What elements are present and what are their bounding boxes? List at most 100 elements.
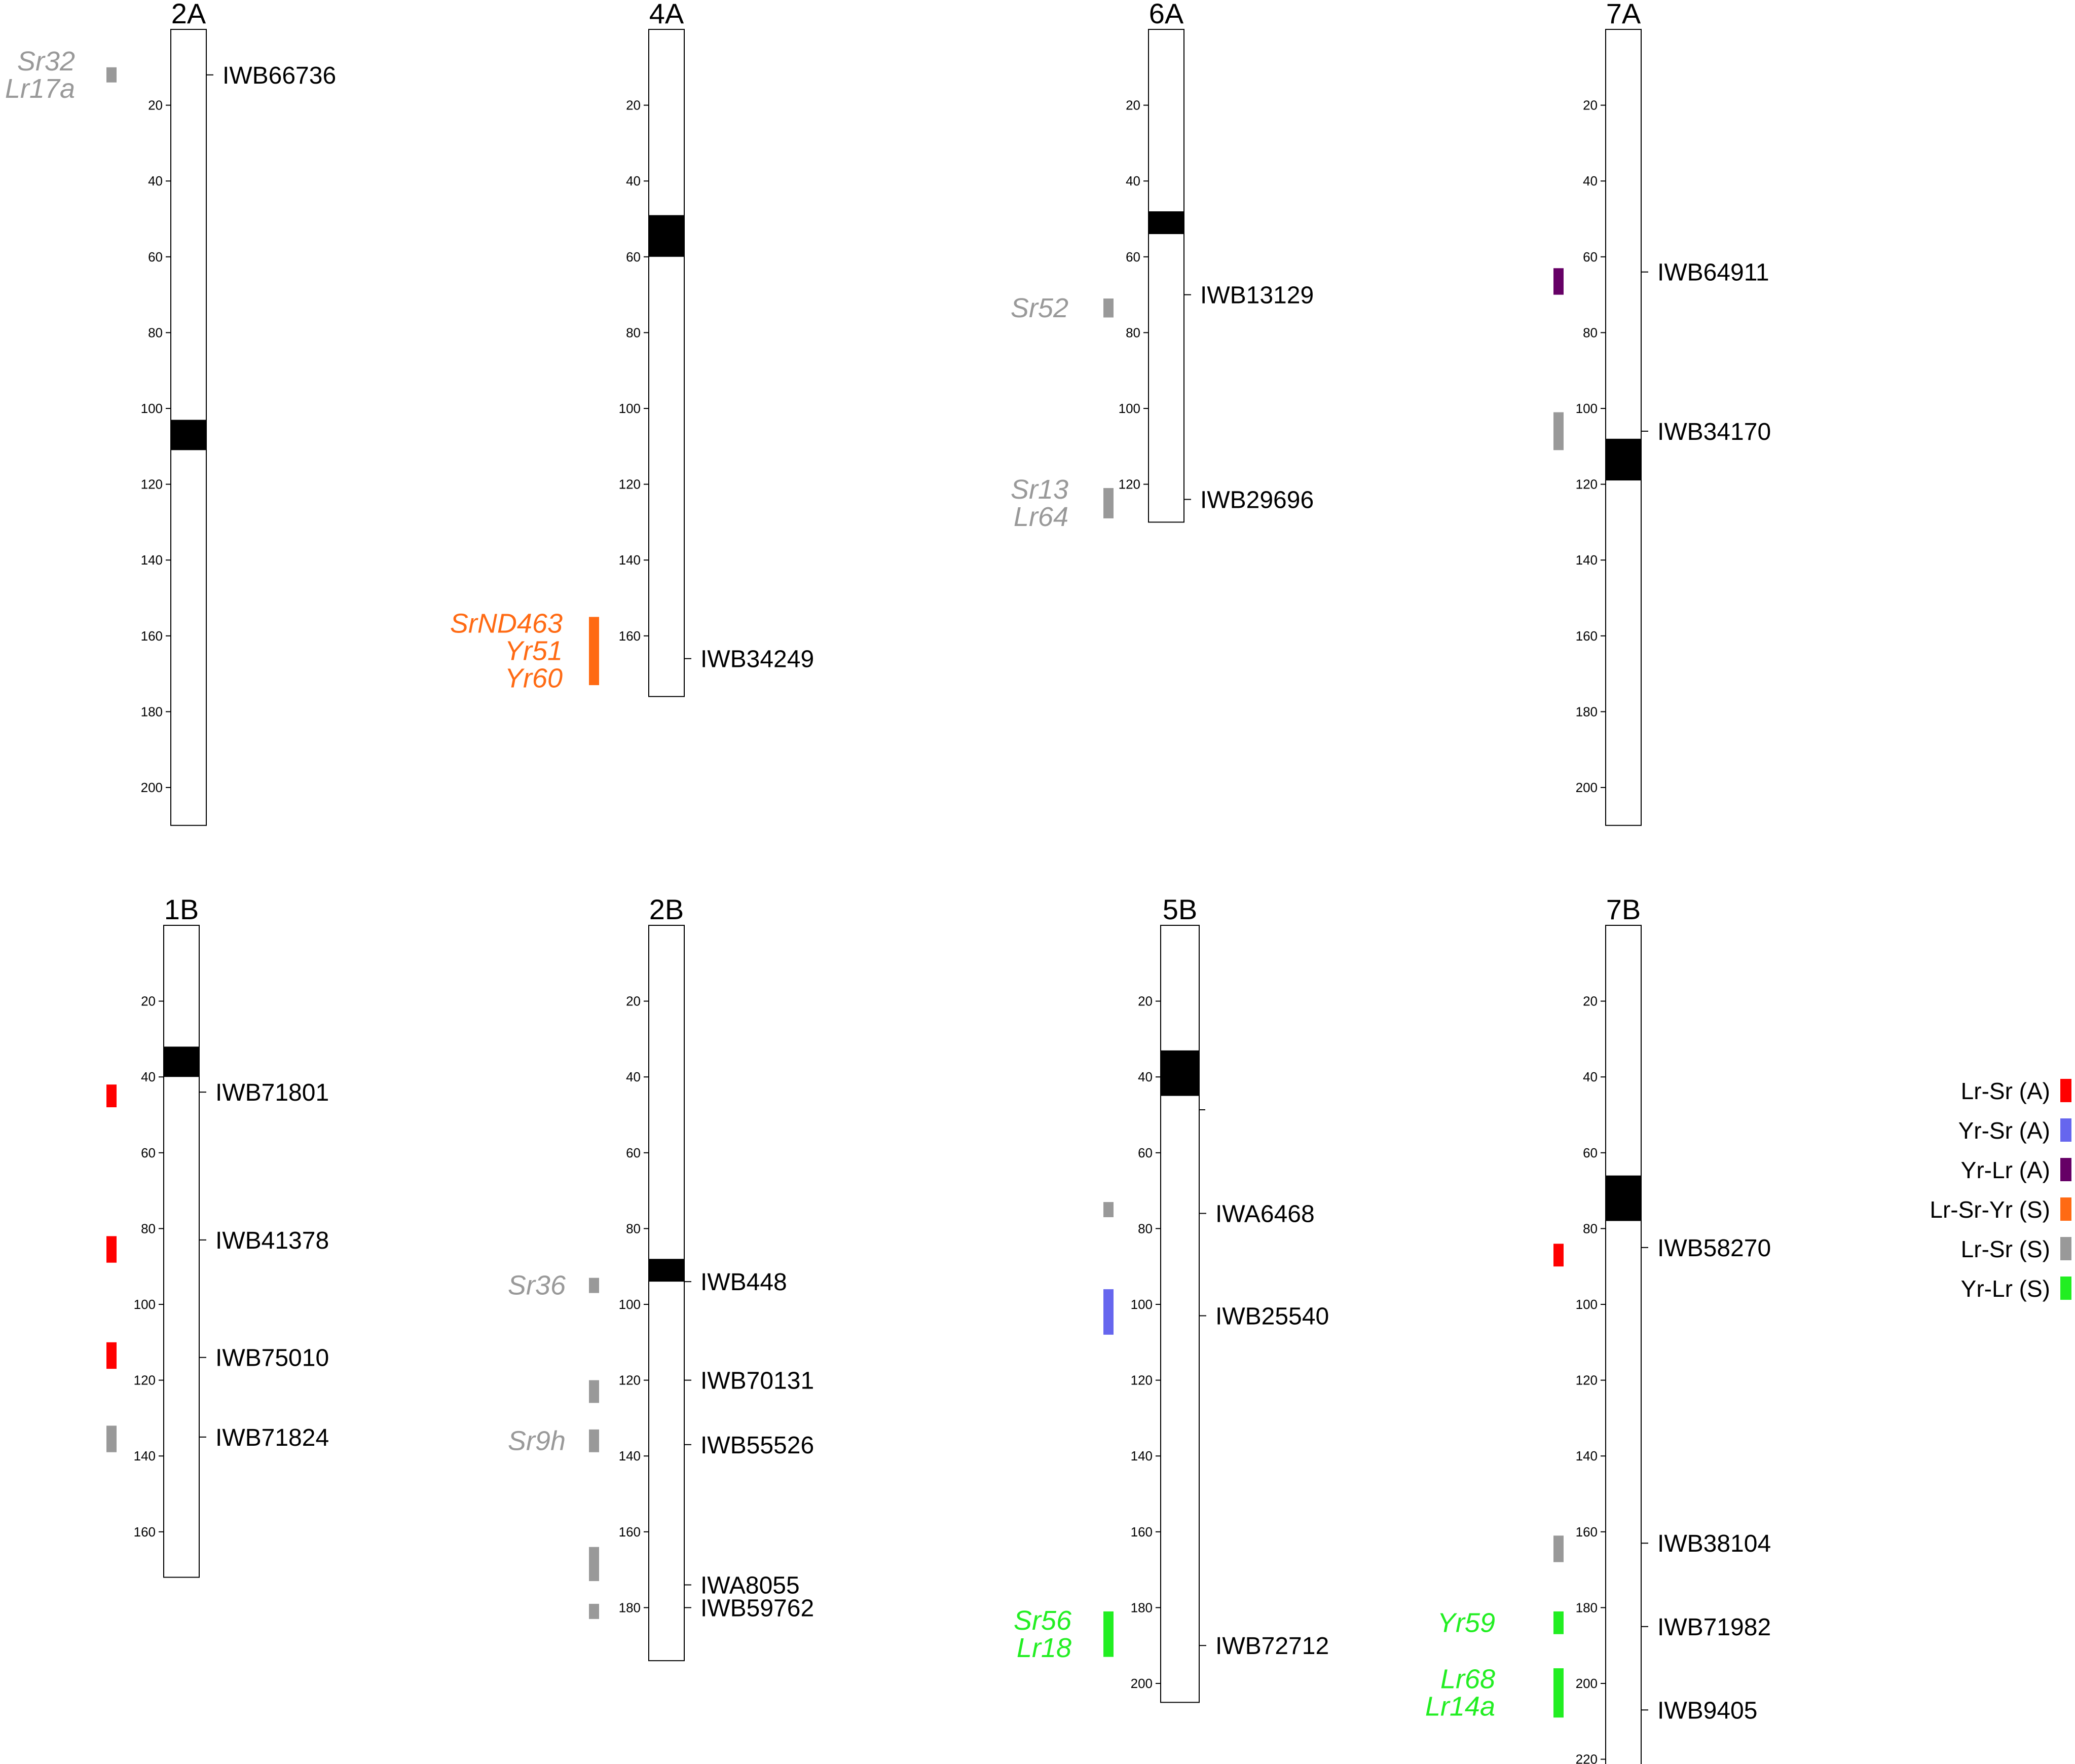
region-bar-lr-sr-s [106,67,117,83]
chromosome-title: 6A [1149,0,1184,29]
legend-item-lr-sr-a: Lr-Sr (A) [1961,1078,2071,1104]
tick-label: 200 [1131,1676,1153,1691]
tick-label: 120 [1119,477,1140,492]
tick-label: 40 [626,173,641,189]
tick-label: 40 [148,173,163,189]
tick-label: 160 [141,628,163,644]
tick-label: 60 [148,249,163,265]
region-bar-lr-sr-s [1553,1535,1564,1562]
tick-label: 40 [626,1069,641,1084]
legend-item-yr-lr-s: Yr-Lr (S) [1961,1275,2071,1302]
tick-label: 100 [1119,401,1140,416]
gene-label-srnd463: SrND463 [450,609,563,639]
marker-iwb72712: IWB72712 [1215,1633,1329,1660]
tick-label: 60 [1583,249,1598,265]
centromere-block [1161,1050,1199,1096]
marker-iwb58270: IWB58270 [1657,1235,1771,1262]
region-bar-lr-sr-s [1553,412,1564,451]
legend-swatch [2060,1079,2071,1102]
chromosome-7a: 7A20406080100120140160180200IWB64911IWB3… [1553,0,1771,826]
chromosome-bar [648,29,685,697]
tick-label: 120 [1576,477,1598,492]
tick-label: 140 [619,1448,641,1463]
centromere-block [164,1046,199,1077]
chromosome-4a: 4A20406080100120140160IWB34249SrND463Yr5… [450,0,814,697]
region-bar-lr-sr-s [589,1429,599,1452]
chromosome-bar [1605,925,1642,1764]
region-bar-lr-sr-a [106,1236,117,1263]
tick-label: 120 [141,477,163,492]
tick-label: 200 [1576,780,1598,795]
chromosome-2a: 2A20406080100120140160180200IWB66736Sr32… [5,0,336,826]
region-bar-lr-sr-s [589,1547,599,1582]
tick-label: 140 [134,1448,156,1463]
tick-label: 20 [1126,98,1140,113]
tick-label: 120 [134,1373,156,1388]
tick-label: 120 [619,1373,641,1388]
tick-label: 60 [1126,249,1140,265]
legend: Lr-Sr (A)Yr-Sr (A)Yr-Lr (A)Lr-Sr-Yr (S)L… [1930,1078,2071,1302]
centromere-block [171,420,206,451]
legend-swatch [2060,1158,2071,1181]
marker-iwa8055: IWA8055 [700,1572,800,1599]
tick-label: 20 [1583,994,1598,1009]
tick-label: 200 [141,780,163,795]
chromosome-title: 5B [1163,893,1198,925]
tick-label: 140 [1576,552,1598,568]
tick-label: 40 [141,1069,156,1084]
chromosome-title: 2B [649,893,684,925]
tick-label: 80 [141,1221,156,1236]
tick-label: 40 [1583,173,1598,189]
centromere-block [649,215,684,257]
region-bar-yr-lr-s [1103,1611,1114,1657]
region-bar-lr-sr-yr-s [589,617,599,686]
marker-iwb25540: IWB25540 [1215,1303,1329,1330]
region-bar-lr-sr-s [1103,298,1114,318]
chromosome-title: 7B [1606,893,1641,925]
chromosome-bar [648,925,685,1662]
tick-label: 40 [1138,1069,1153,1084]
marker-iwb70131: IWB70131 [700,1368,814,1395]
marker-iwb55526: IWB55526 [700,1432,814,1459]
tick-label: 60 [1583,1145,1598,1160]
gene-label-sr32: Sr32 [17,46,75,77]
legend-swatch [2060,1277,2071,1300]
marker-iwb59762: IWB59762 [700,1595,814,1622]
marker-iwb75010: IWB75010 [215,1345,329,1372]
tick-label: 120 [1131,1373,1153,1388]
legend-label: Lr-Sr-Yr (S) [1930,1196,2050,1223]
marker-iwb34170: IWB34170 [1657,419,1771,445]
chromosome-bar [1160,925,1200,1703]
tick-label: 80 [626,325,641,340]
tick-label: 80 [1126,325,1140,340]
region-bar-lr-sr-s [589,1278,599,1293]
centromere-block [649,1259,684,1282]
gene-label-sr56: Sr56 [1014,1605,1072,1636]
region-bar-lr-sr-s [106,1425,117,1452]
legend-label: Lr-Sr (A) [1961,1078,2050,1104]
gene-label-lr14a: Lr14a [1425,1692,1495,1722]
chromosome-layer: 2A20406080100120140160180200IWB66736Sr32… [5,0,1771,1764]
marker-iwa6468: IWA6468 [1215,1200,1315,1227]
region-bar-yr-lr-s [1553,1611,1564,1634]
marker-iwb9405: IWB9405 [1657,1697,1757,1724]
tick-label: 160 [619,628,641,644]
marker-iwb66736: IWB66736 [223,62,336,89]
tick-label: 100 [619,401,641,416]
tick-label: 180 [1576,1600,1598,1615]
tick-label: 20 [1583,98,1598,113]
centromere-block [1606,1175,1641,1221]
tick-label: 20 [626,98,641,113]
gene-label-lr64: Lr64 [1014,502,1068,532]
legend-swatch [2060,1118,2071,1142]
gene-label-sr36: Sr36 [508,1270,566,1301]
marker-iwb38104: IWB38104 [1657,1530,1771,1557]
legend-swatch [2060,1197,2071,1221]
centromere-block [1606,438,1641,481]
marker-iwb448: IWB448 [700,1269,787,1296]
gene-label-yr51: Yr51 [505,636,563,666]
tick-label: 20 [148,98,163,113]
marker-iwb71824: IWB71824 [215,1424,329,1451]
chromosome-title: 1B [164,893,199,925]
region-bar-lr-sr-s [1103,488,1114,518]
